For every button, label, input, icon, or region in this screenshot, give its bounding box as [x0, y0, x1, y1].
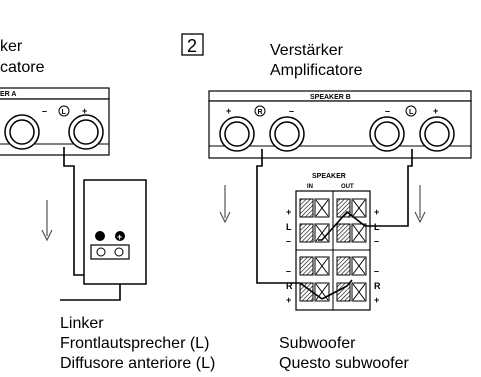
sub-right-side-5: R — [374, 281, 381, 291]
left-caption-line2: Frontlautsprecher (L) — [60, 335, 209, 352]
right-terminal-label-5: L — [409, 109, 414, 116]
left-speaker-plus-symbol: + — [117, 232, 122, 242]
left-ground-symbol: L — [62, 109, 67, 116]
sub-right-side-3: – — [374, 236, 379, 246]
sub-in-label: IN — [307, 184, 313, 190]
right-amp-panel: SPEAKER B + R – – L + — [208, 90, 472, 159]
right-terminal-label-2: R — [258, 109, 263, 116]
left-minus-symbol: – — [42, 106, 47, 116]
left-speaker-plus-dot — [115, 231, 125, 241]
left-caption-line3: Diffusore anteriore (L) — [60, 355, 215, 372]
step-number: 2 — [187, 36, 197, 56]
right-terminal-r-minus — [269, 116, 305, 152]
sub-right-side-4: – — [374, 266, 379, 276]
left-terminal-minus — [4, 114, 40, 150]
left-speaker-minus-dot — [95, 231, 105, 241]
sub-left-side-1: + — [286, 207, 291, 217]
sub-left-side-5: R — [286, 281, 293, 291]
right-speaker-label: SPEAKER B — [310, 94, 351, 101]
left-signal-arrow — [41, 200, 53, 242]
left-plus-symbol: + — [82, 106, 87, 116]
right-amp-title-line1: Verstärker — [270, 42, 344, 59]
right-signal-arrows — [219, 185, 426, 224]
left-amp-title-line2: catore — [0, 59, 45, 76]
sub-left-side-4: – — [286, 266, 291, 276]
right-caption-line2: Questo subwoofer — [279, 355, 410, 372]
left-amp-panel: ER A – L + — [0, 87, 110, 156]
sub-right-side-2: L — [374, 222, 380, 232]
sub-out-label: OUT — [341, 184, 354, 190]
sub-terminal-in-2 — [299, 223, 330, 243]
sub-left-side-2: L — [286, 222, 292, 232]
left-amp-title-line1: ker — [0, 38, 23, 55]
right-terminal-label-4: – — [385, 106, 390, 116]
left-terminal-plus — [68, 114, 104, 150]
sub-left-side-6: + — [286, 295, 291, 305]
right-amp-title-line2: Amplificatore — [270, 62, 363, 79]
right-wires — [256, 149, 413, 300]
left-caption-line1: Linker — [60, 315, 104, 332]
right-terminal-label-3: – — [289, 106, 294, 116]
sub-terminal-out-4 — [336, 282, 367, 302]
sub-speaker-label: SPEAKER — [312, 173, 346, 180]
sub-left-side-3: – — [286, 236, 291, 246]
step-number-box: 2 — [181, 33, 204, 56]
right-caption-line1: Subwoofer — [279, 335, 356, 352]
sub-terminal-out-3 — [336, 256, 367, 276]
left-speaker-label: ER A — [0, 91, 16, 98]
sub-terminal-out-2 — [336, 223, 367, 243]
right-terminal-l-plus — [419, 116, 455, 152]
subwoofer-terminal-block: SPEAKER IN OUT + L – – R + + L – – R + — [286, 173, 381, 311]
sub-terminal-out-1 — [336, 198, 367, 218]
right-terminal-r-plus — [219, 116, 255, 152]
right-terminal-label-6: + — [433, 106, 438, 116]
right-terminal-l-minus — [369, 116, 405, 152]
sub-terminal-in-3 — [299, 256, 330, 276]
sub-terminal-in-1 — [299, 198, 330, 218]
sub-right-side-1: + — [374, 207, 379, 217]
left-speaker-box: – + — [83, 179, 147, 285]
sub-right-side-6: + — [374, 295, 379, 305]
right-terminal-label-1: + — [226, 106, 231, 116]
